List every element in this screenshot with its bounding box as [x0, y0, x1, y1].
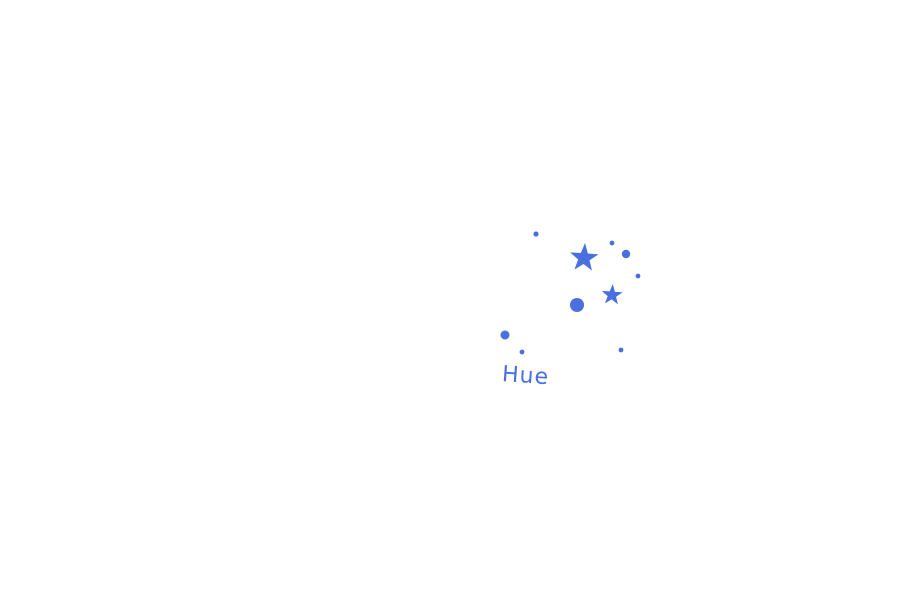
dot: [621, 249, 631, 259]
dot: [609, 240, 615, 246]
dot: [533, 231, 539, 237]
dot: [618, 347, 624, 353]
large-star-icon: [570, 243, 599, 271]
dot: [500, 330, 510, 340]
dot: [635, 273, 641, 279]
dot: [570, 298, 584, 312]
dot: [519, 349, 525, 355]
hue-label: Hue: [501, 362, 550, 391]
small-star-icon: [601, 284, 623, 305]
